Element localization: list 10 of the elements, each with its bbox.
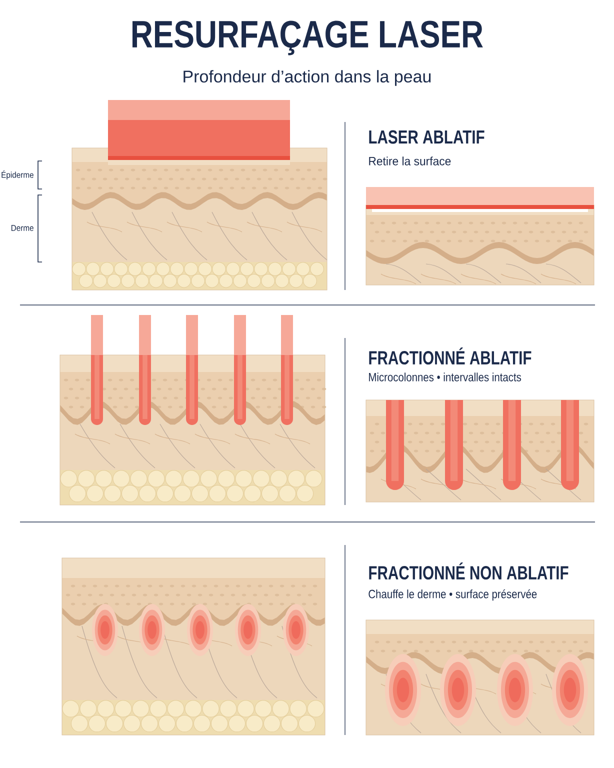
layer-label: Épiderme: [2, 170, 34, 180]
panel-subtitle: Microcolonnes • intervalles intacts: [369, 372, 522, 382]
panel-heading: LASER ABLATIF: [369, 130, 484, 144]
subtitle: Profondeur d’action dans la peau: [184, 70, 431, 86]
panel-heading: FRACTIONNÉ ABLATIF: [369, 348, 532, 364]
panel-subtitle: Retire la surface: [369, 156, 451, 166]
layer-label: Derme: [11, 225, 34, 231]
panel-heading: FRACTIONNÉ NON ABLATIF: [369, 562, 568, 580]
title: RESURFAÇAGE LASER: [132, 20, 483, 56]
panel-subtitle: Chauffe le derme • surface préservée: [368, 589, 537, 601]
